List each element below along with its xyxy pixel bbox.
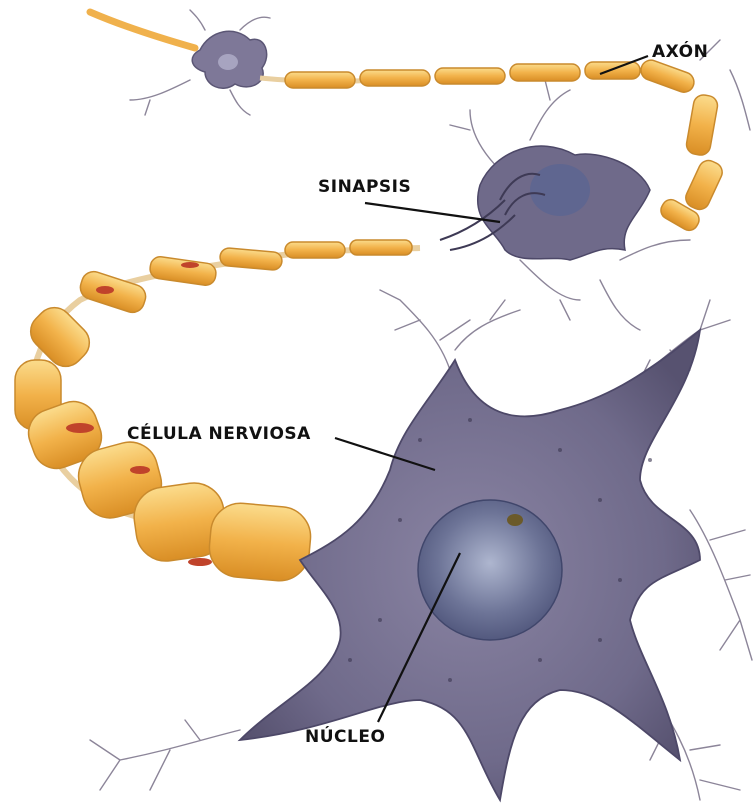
label-celula-nerviosa: CÉLULA NERVIOSA xyxy=(127,424,311,444)
second-neuron xyxy=(440,146,650,260)
label-axon: AXÓN xyxy=(652,42,708,62)
small-neuron-top xyxy=(90,12,267,88)
label-nucleo: NÚCLEO xyxy=(305,727,385,747)
label-sinapsis: SINAPSIS xyxy=(318,177,411,197)
